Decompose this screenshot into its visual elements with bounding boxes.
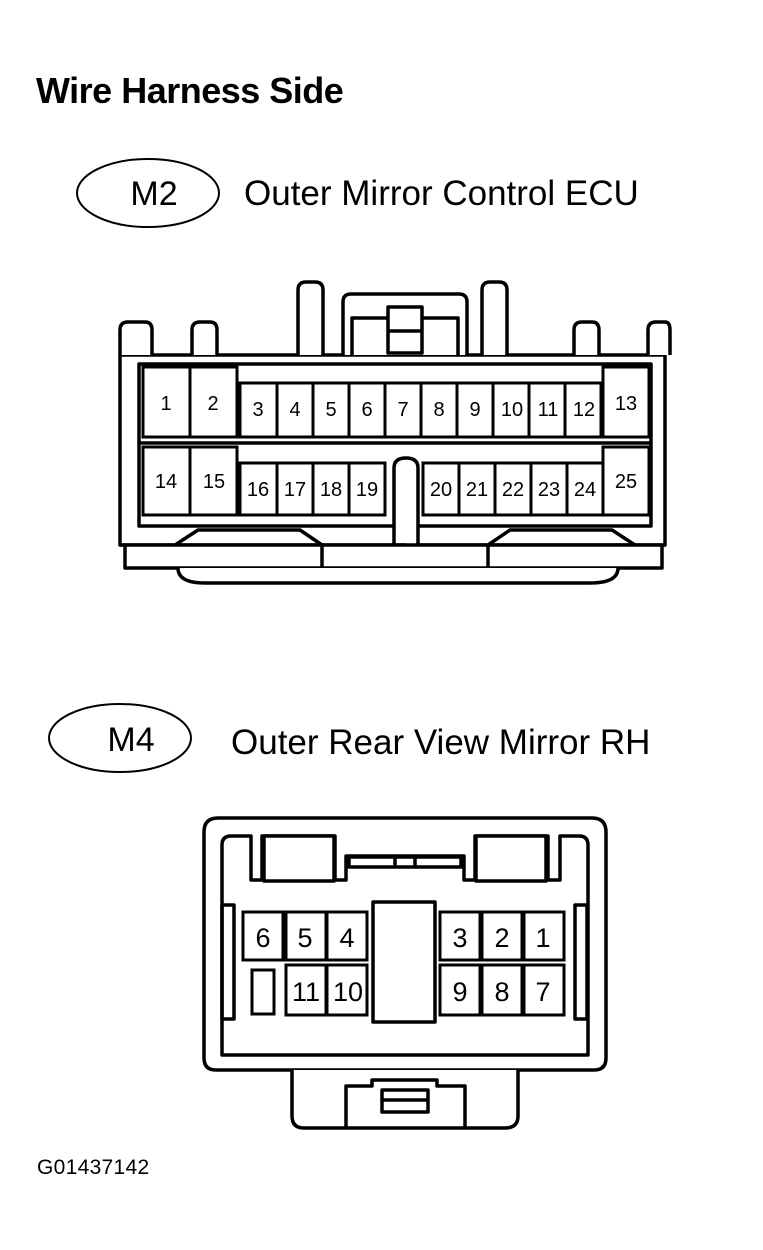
m2-pin-label: 18 [320, 479, 342, 501]
m4-pin-label: 7 [535, 977, 550, 1007]
m2-pin-label: 8 [433, 399, 444, 421]
m2-code-ellipse [76, 158, 220, 228]
m2-pin-label: 3 [252, 399, 263, 421]
m2-pin-label: 24 [574, 479, 596, 501]
m4-code-ellipse [48, 703, 192, 773]
figure-id: G01437142 [37, 1156, 150, 1179]
m2-pin-label: 17 [284, 479, 306, 501]
m4-pin-label: 2 [494, 923, 509, 953]
m4-pin-label: 10 [333, 977, 363, 1007]
m2-pin-label: 2 [207, 393, 218, 415]
m2-pin-label: 12 [573, 399, 595, 421]
m2-code: M2 [130, 175, 177, 213]
page-heading: Wire Harness Side [36, 70, 344, 111]
m4-pin-label: 3 [452, 923, 467, 953]
m2-pin-label: 11 [538, 399, 559, 421]
m2-pin-label: 21 [466, 479, 488, 501]
m2-pin-label: 10 [501, 399, 523, 421]
m4-pin-row-1: 6 5 4 3 2 1 [241, 910, 566, 962]
m4-pin-label: 1 [535, 923, 550, 953]
m2-pin-label: 4 [289, 399, 300, 421]
m2-pin-label: 25 [615, 471, 637, 493]
m2-pin-label: 20 [430, 479, 452, 501]
m2-pin-label: 22 [502, 479, 524, 501]
m2-pin-label: 5 [325, 399, 336, 421]
m2-pin-label: 19 [356, 479, 378, 501]
m2-pin-label: 7 [397, 399, 408, 421]
m4-pin-label: 5 [297, 923, 312, 953]
m2-pin-label: 23 [538, 479, 560, 501]
m2-pin-label: 1 [160, 393, 171, 415]
m2-connector-name: Outer Mirror Control ECU [244, 174, 639, 213]
m4-connector-name: Outer Rear View Mirror RH [231, 723, 650, 762]
m2-pin-label: 6 [361, 399, 372, 421]
m4-pin-row-2: 11 10 9 8 7 [250, 963, 566, 1017]
m2-pin-row-1: 1 2 3 4 5 6 7 8 9 10 11 12 13 [141, 365, 651, 439]
m4-pin-label: 11 [292, 977, 320, 1007]
m4-code: M4 [107, 721, 154, 759]
m2-pin-label: 9 [469, 399, 480, 421]
m2-pin-label: 13 [615, 393, 637, 415]
m2-pin-row-2: 14 15 16 17 18 19 20 21 22 23 24 25 [141, 445, 651, 517]
m2-pin-label: 16 [247, 479, 269, 501]
m4-pin-label: 8 [494, 977, 509, 1007]
m4-pin-label: 6 [255, 923, 270, 953]
m2-pin-label: 15 [203, 471, 225, 493]
m4-pin-label: 9 [452, 977, 467, 1007]
m4-pin-label: 4 [339, 923, 354, 953]
m2-pin-label: 14 [155, 471, 177, 493]
